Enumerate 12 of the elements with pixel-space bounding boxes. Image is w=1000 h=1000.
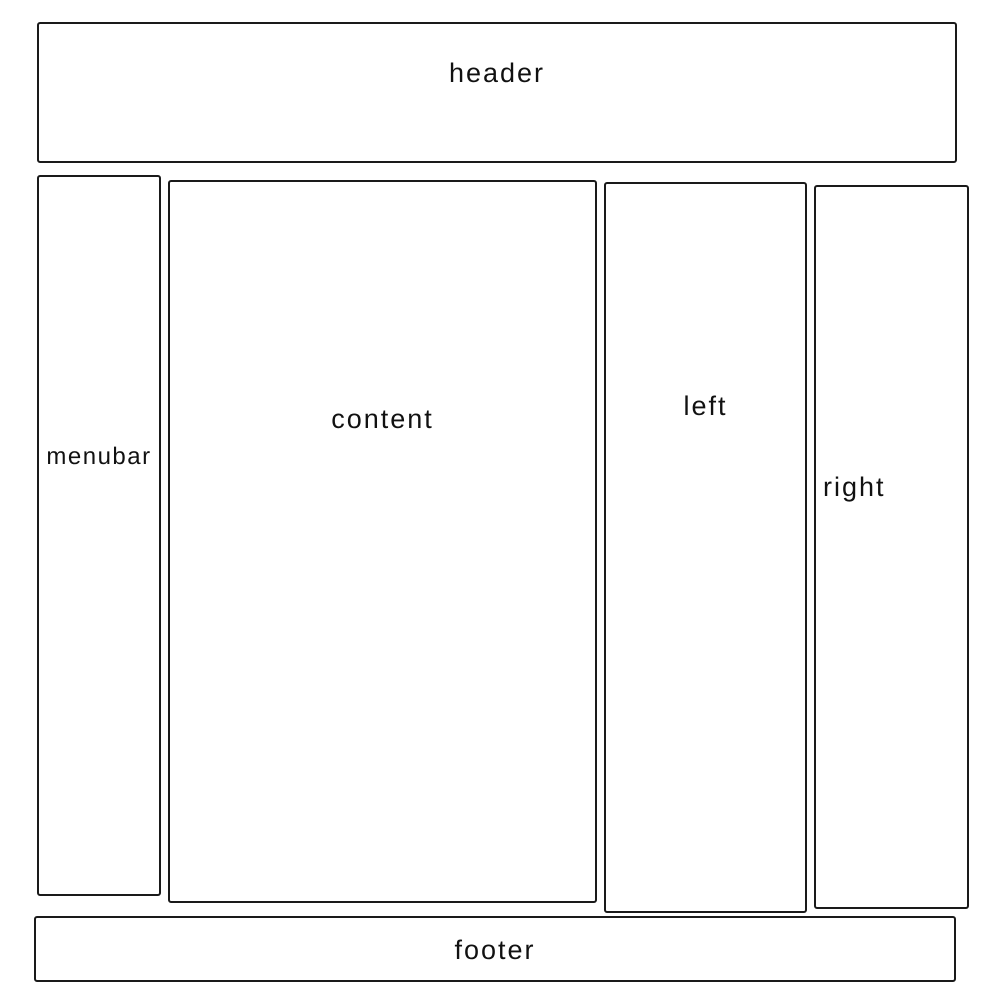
narrow-column-box bbox=[814, 185, 969, 909]
tall-column-box bbox=[604, 182, 807, 913]
region-label: right bbox=[823, 472, 886, 504]
bottom-banner-box bbox=[34, 916, 956, 982]
region-label: content bbox=[330, 404, 435, 436]
side-column-box bbox=[37, 175, 161, 896]
main-area-box bbox=[168, 180, 597, 903]
top-banner-box bbox=[37, 22, 957, 163]
region-label: left bbox=[682, 391, 729, 422]
region-label: menubar bbox=[45, 443, 153, 471]
region-label: header bbox=[448, 58, 546, 90]
region-label: footer bbox=[453, 935, 537, 966]
